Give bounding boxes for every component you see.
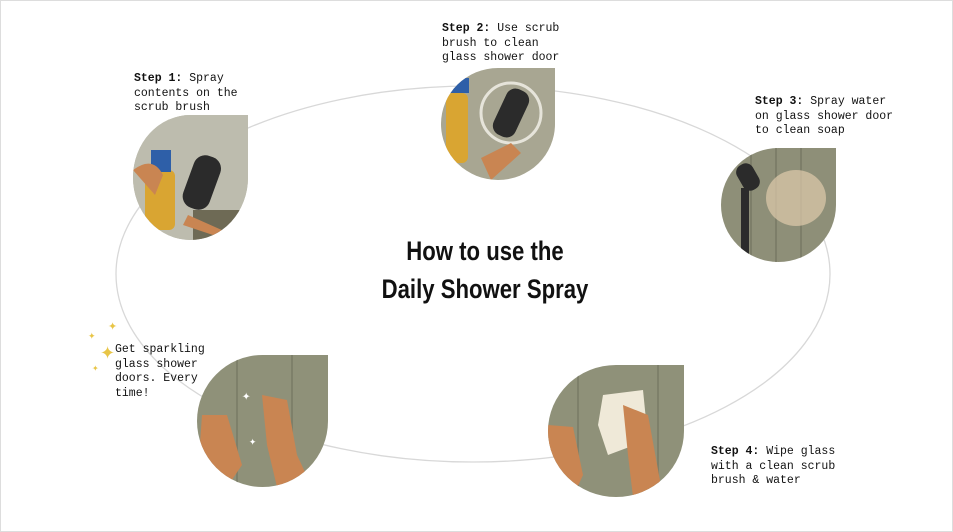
svg-text:✦: ✦: [249, 435, 256, 449]
spray-bottle-brush-illustration-icon: [133, 115, 248, 240]
title-line-1: How to use the: [406, 236, 564, 266]
title-line-2: Daily Shower Spray: [381, 274, 589, 304]
sparkle-icon: ✦: [100, 343, 116, 364]
sparkling-hands-illustration-icon: ✦✦: [197, 355, 328, 487]
scrub-glass-illustration-icon: [441, 68, 555, 180]
svg-text:✦: ✦: [242, 389, 251, 405]
step-3-caption: Step 3: Spray water on glass shower door…: [755, 95, 894, 137]
step-2-caption: Step 2: Use scrub brush to clean glass s…: [442, 22, 560, 64]
sparkle-icon: ✦: [88, 332, 96, 342]
final-caption: Get sparkling glass shower doors. Every …: [115, 343, 205, 400]
step-4-caption: Step 4: Wipe glass with a clean scrub br…: [711, 445, 836, 487]
wipe-glass-illustration-icon: [548, 365, 684, 497]
step-1-caption: Step 1: Spray contents on the scrub brus…: [134, 72, 238, 114]
sparkle-icon: ✦: [108, 320, 118, 333]
diagram-title: How to use the Daily Shower Spray: [358, 232, 612, 308]
sparkle-icon: ✦: [92, 364, 99, 373]
shower-head-illustration-icon: [721, 148, 836, 262]
